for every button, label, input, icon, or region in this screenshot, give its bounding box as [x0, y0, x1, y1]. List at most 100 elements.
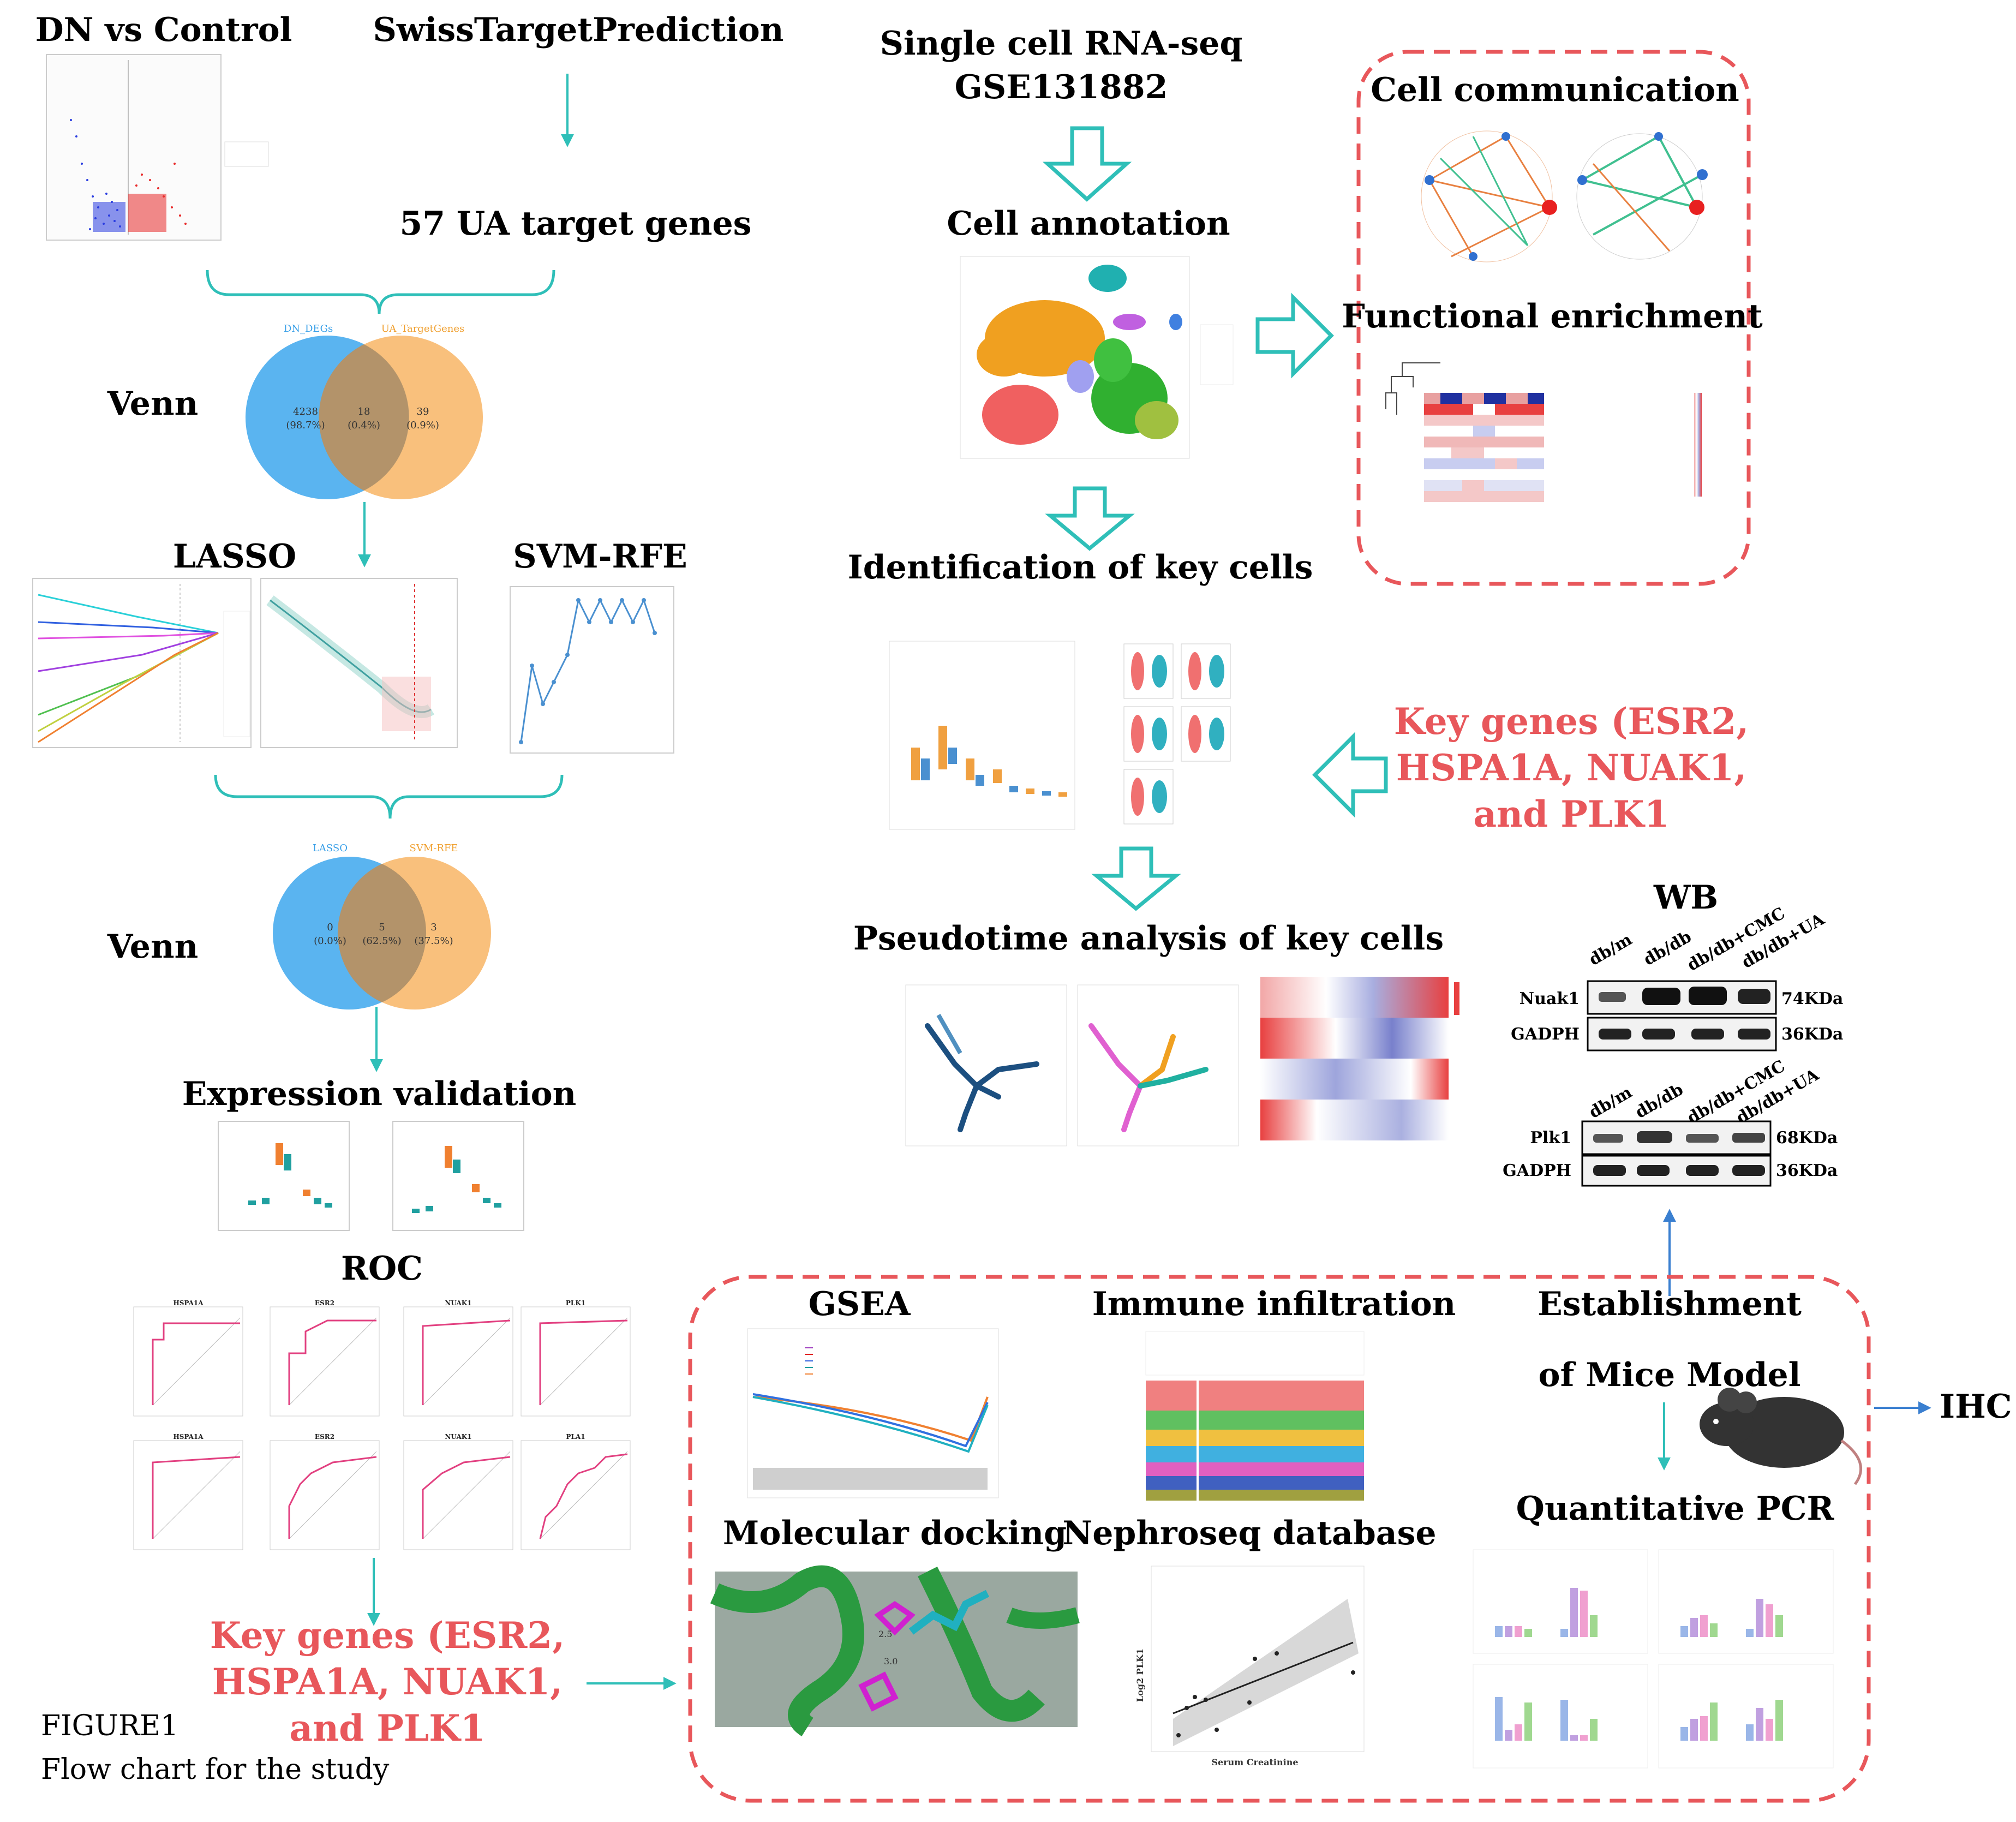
title-venn-2: Venn — [107, 928, 198, 966]
title-molecular-docking: Molecular docking — [723, 1514, 1067, 1552]
wb2-row1-name: Plk1 — [1530, 1128, 1571, 1148]
title-functional-enrichment: Functional enrichment — [1342, 297, 1763, 336]
pseudotime-heatmap — [1260, 977, 1459, 1140]
key-genes-right-line3: and PLK1 — [1473, 793, 1669, 835]
key-genes-left-line3: and PLK1 — [289, 1707, 485, 1749]
title-dn-vs-control: DN vs Control — [35, 11, 292, 49]
roc-panel: HSPA1A — [133, 1433, 243, 1550]
title-wb: WB — [1653, 879, 1718, 917]
qpcr-bar-chart-B — [1658, 1549, 1834, 1654]
volcano-plot — [46, 54, 269, 241]
docking-distance-1: 2.5 — [878, 1629, 892, 1639]
brace-merge-1 — [206, 270, 555, 314]
hollow-left-arrow — [1312, 732, 1388, 818]
venn2-right-count: 3 — [430, 922, 436, 933]
key-genes-left: Key genes (ESR2, HSPA1A, NUAK1, and PLK1 — [210, 1614, 565, 1749]
brace-merge-2 — [214, 774, 564, 819]
venn2-left-count: 0 — [327, 922, 333, 933]
figure-caption-text: Flow chart for the study — [41, 1753, 390, 1786]
title-ihc: IHC — [1940, 1388, 2012, 1426]
wb1-row1-size: 74KDa — [1781, 989, 1843, 1008]
molecular-docking-image: 2.5 3.0 — [710, 1565, 1080, 1736]
venn1-right-pct: (0.9%) — [406, 420, 439, 431]
key-genes-left-line1: Key genes (ESR2, — [210, 1614, 565, 1657]
roc-panel: PLA1 — [521, 1433, 631, 1550]
venn1-right-label: UA_TargetGenes — [381, 323, 464, 334]
venn2-left-pct: (0.0%) — [314, 935, 346, 947]
venn2-mid-count: 5 — [379, 922, 385, 933]
violin-plots — [1123, 643, 1231, 825]
roc-title-3: NUAK1 — [445, 1299, 471, 1307]
roc-title-6: ESR2 — [315, 1433, 334, 1441]
title-cell-communication: Cell communication — [1371, 71, 1739, 109]
title-cell-annotation: Cell annotation — [947, 205, 1230, 243]
venn2-mid-pct: (62.5%) — [362, 935, 401, 947]
qpcr-bar-chart-C — [1473, 1664, 1648, 1769]
roc-panel: ESR2 — [270, 1433, 380, 1550]
wb2-lane-2: db/db — [1632, 1080, 1687, 1122]
wb2-row1-size: 68KDa — [1776, 1128, 1838, 1148]
immune-infiltration-barplot — [1145, 1331, 1365, 1501]
roc-panel: NUAK1 — [403, 1433, 513, 1550]
title-establishment-2: of Mice Model — [1539, 1356, 1801, 1394]
lasso-cv-plot — [260, 578, 458, 748]
dashed-box-cell-communication — [1356, 50, 1751, 586]
roc-title-4: PLK1 — [566, 1299, 585, 1307]
roc-title-2: ESR2 — [315, 1299, 334, 1307]
functional-enrichment-heatmap — [1385, 362, 1702, 502]
nephroseq-scatter: Serum Creatinine Log2 PLK1 — [1135, 1566, 1365, 1767]
venn2-right-label: SVM-RFE — [409, 843, 458, 854]
roc-title-1: HSPA1A — [173, 1299, 204, 1307]
title-expression-validation: Expression validation — [182, 1075, 576, 1113]
roc-panel: ESR2 — [270, 1299, 380, 1417]
western-blot-2: db/m db/db db/db+CMC db/db+UA Plk1 68KDa… — [1503, 1056, 1838, 1187]
roc-title-8: PLA1 — [566, 1433, 585, 1441]
roc-panel: HSPA1A — [133, 1299, 243, 1417]
roc-grid: HSPA1A ESR2 NUAK1 PLK1 HSPA1A — [133, 1299, 631, 1550]
venn-diagram-2: LASSO SVM-RFE 0 (0.0%) 5 (62.5%) 3 (37.5… — [273, 843, 491, 1009]
wb2-lane-1: db/m — [1586, 1083, 1636, 1122]
title-ua-targets: 57 UA target genes — [400, 205, 752, 243]
hollow-right-arrow-1 — [1255, 292, 1334, 379]
title-swiss-target: SwissTargetPrediction — [373, 11, 784, 49]
cell-communication-network-2 — [1576, 132, 1708, 260]
title-quantitative-pcr: Quantitative PCR — [1516, 1490, 1835, 1528]
venn1-left-label: DN_DEGs — [284, 323, 333, 334]
venn2-right-pct: (37.5%) — [414, 935, 453, 947]
title-venn-1: Venn — [107, 385, 198, 423]
qpcr-bar-chart-D — [1658, 1664, 1834, 1769]
roc-panel: NUAK1 — [403, 1299, 513, 1417]
gsea-plot — [747, 1328, 999, 1498]
key-genes-right: Key genes (ESR2, HSPA1A, NUAK1, and PLK1 — [1394, 700, 1749, 835]
hollow-down-arrow-2 — [1045, 486, 1135, 551]
key-genes-right-line2: HSPA1A, NUAK1, — [1396, 746, 1746, 789]
hollow-down-arrow-1 — [1042, 126, 1132, 202]
roc-title-5: HSPA1A — [173, 1433, 204, 1441]
venn-diagram-1: DN_DEGs UA_TargetGenes 4238 (98.7%) 18 (… — [246, 323, 483, 499]
western-blot-1: db/m db/db db/db+CMC db/db+UA Nuak1 74KD… — [1511, 904, 1843, 1052]
svm-rfe-plot — [510, 586, 674, 754]
expression-boxplot-1 — [218, 1121, 350, 1231]
title-roc: ROC — [341, 1250, 423, 1288]
venn2-left-label: LASSO — [313, 843, 348, 854]
figure-caption-label: FIGURE1 — [41, 1710, 178, 1742]
wb2-row2-name: GADPH — [1503, 1161, 1571, 1180]
venn1-left-pct: (98.7%) — [286, 420, 325, 431]
key-genes-left-line2: HSPA1A, NUAK1, — [212, 1660, 563, 1703]
dashed-box-validation — [688, 1275, 1871, 1803]
key-cells-boxplot — [889, 641, 1075, 830]
docking-distance-2: 3.0 — [884, 1656, 898, 1666]
title-pseudotime: Pseudotime analysis of key cells — [853, 919, 1444, 958]
wb1-row1-name: Nuak1 — [1520, 989, 1580, 1008]
title-svm-rfe: SVM-RFE — [513, 537, 687, 576]
title-nephroseq: Nephroseq database — [1062, 1514, 1436, 1552]
qpcr-bar-chart-A — [1473, 1549, 1648, 1654]
mouse-icon — [1700, 1388, 1863, 1485]
venn1-mid-pct: (0.4%) — [348, 420, 380, 431]
roc-panel: PLK1 — [521, 1299, 631, 1417]
title-identification-key-cells: Identification of key cells — [848, 548, 1313, 587]
title-establishment-1: Establishment — [1538, 1285, 1802, 1323]
venn1-right-count: 39 — [417, 406, 429, 417]
hollow-down-arrow-3 — [1091, 846, 1181, 911]
